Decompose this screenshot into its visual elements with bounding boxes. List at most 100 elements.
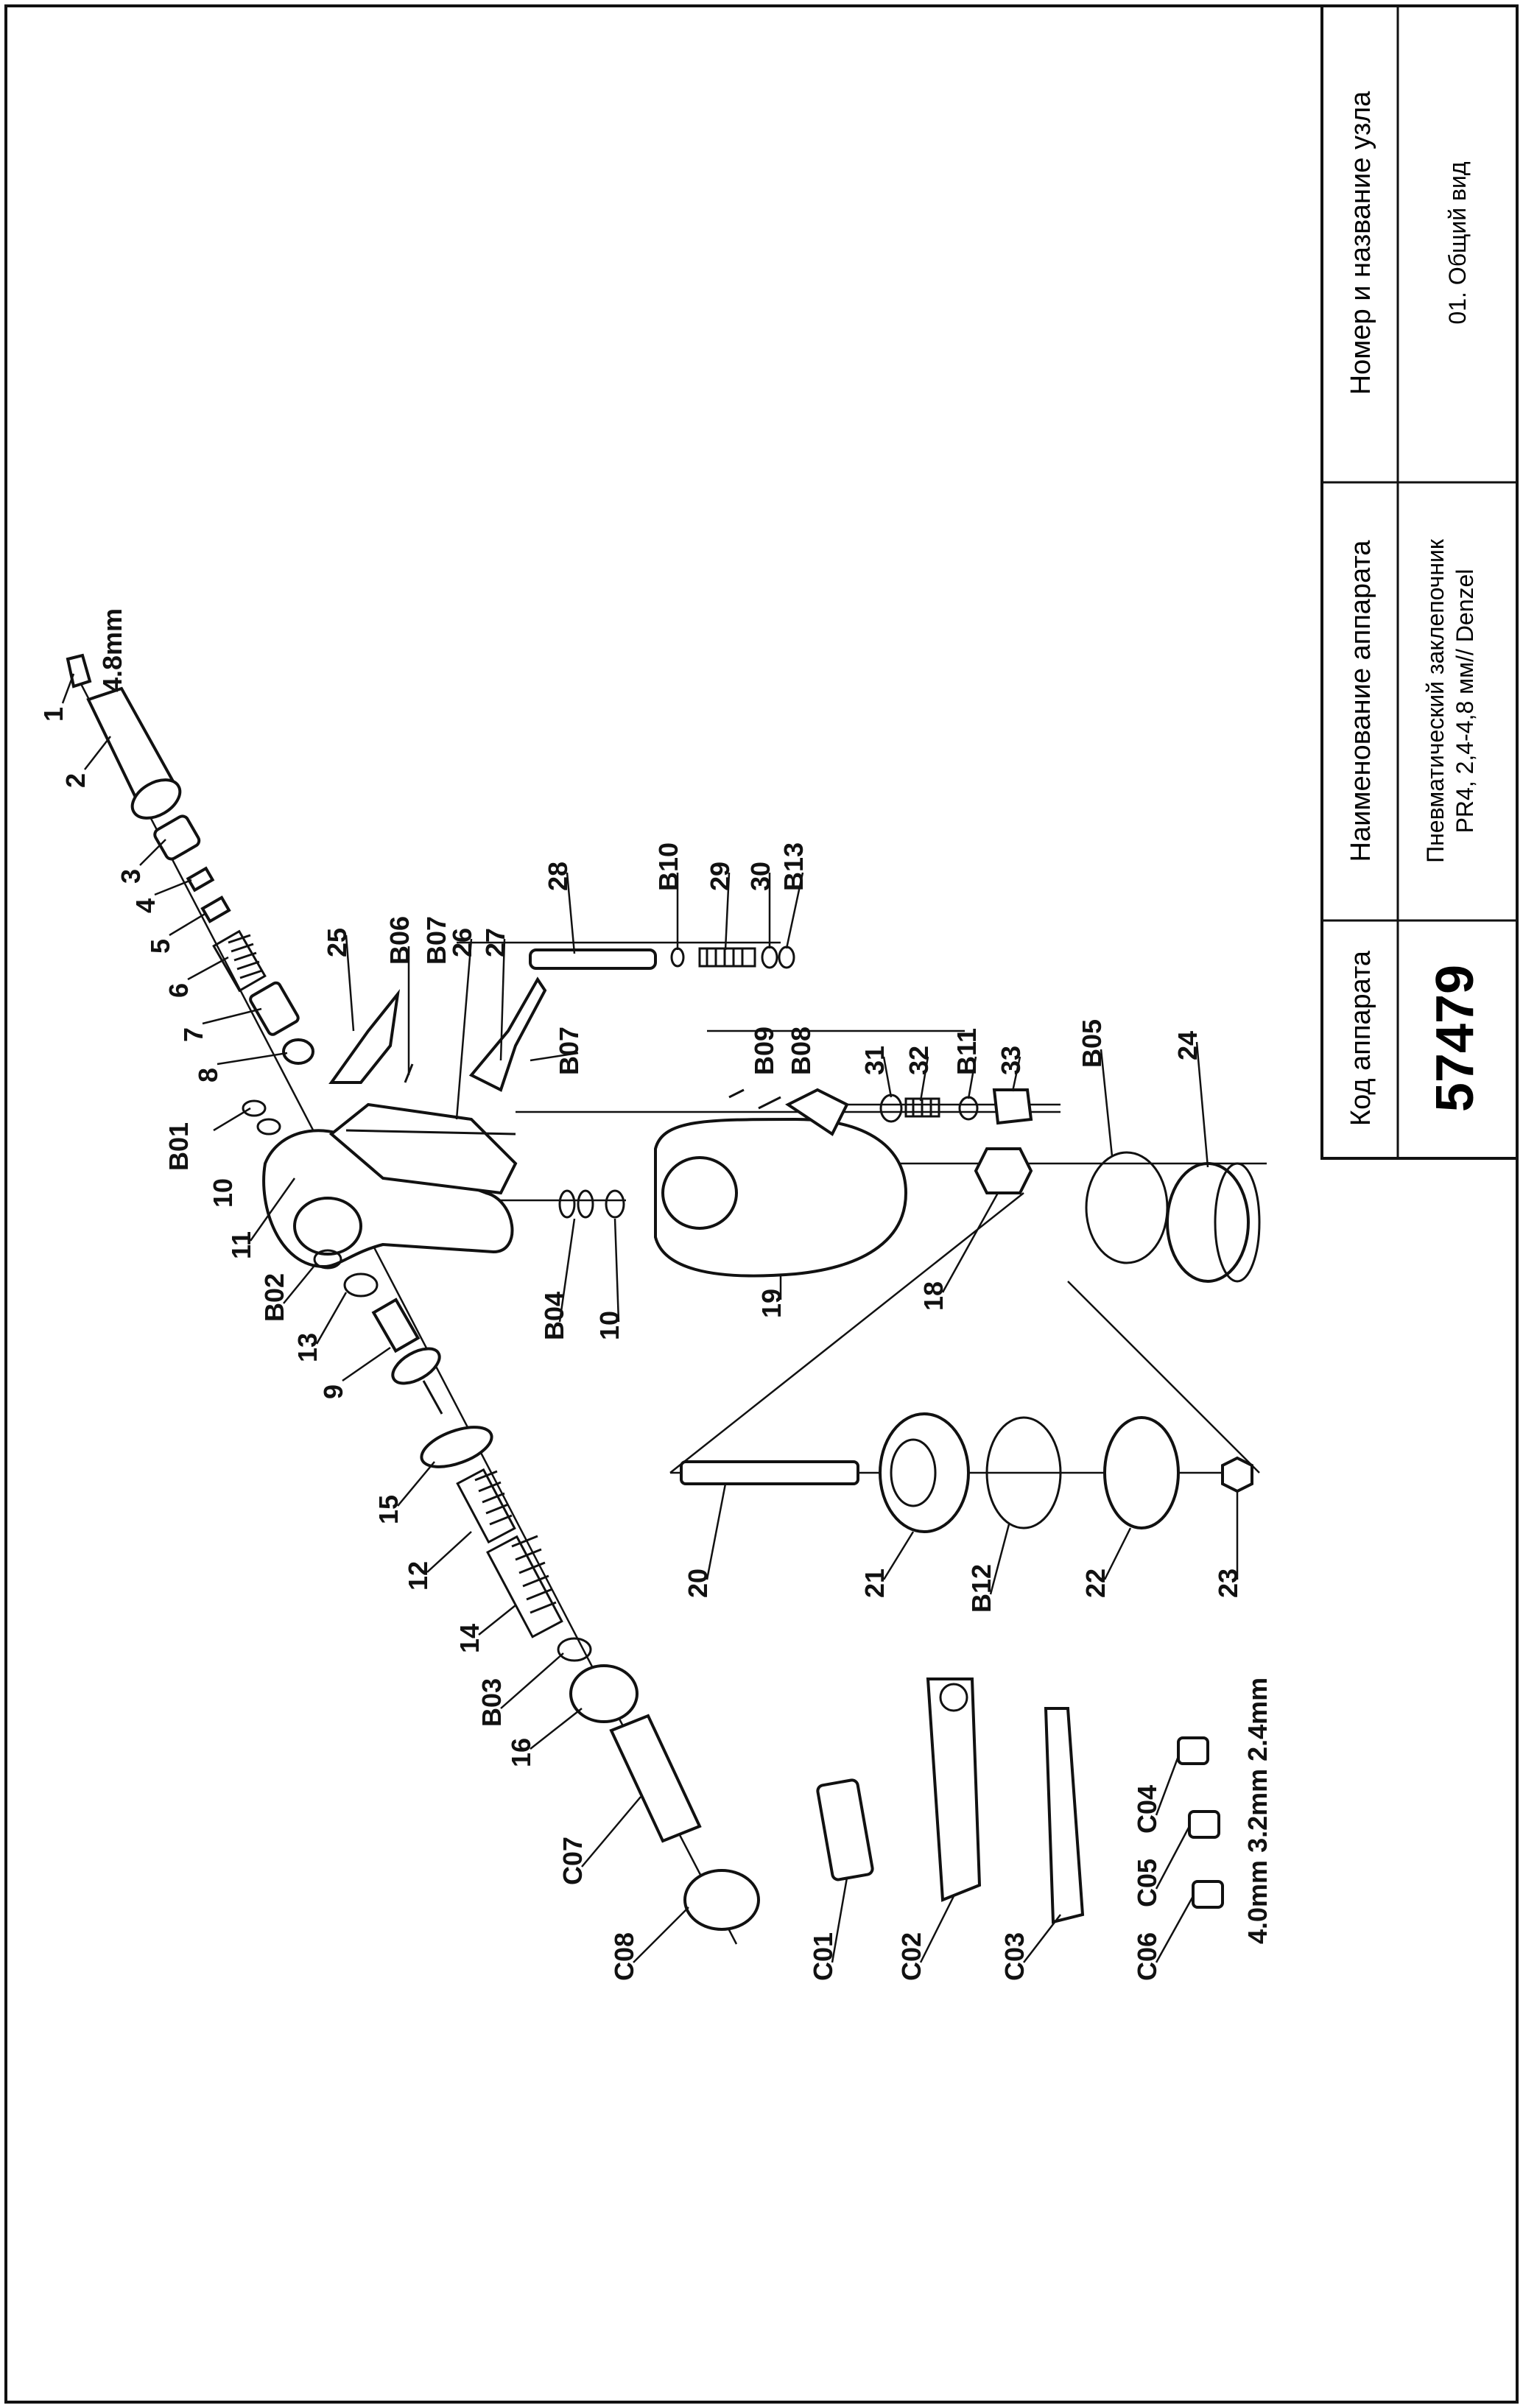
orings-b04 <box>558 1189 625 1219</box>
bushing-part-16 <box>569 1664 639 1723</box>
callout-C04: C04 <box>1132 1785 1162 1834</box>
air-fitting-c01 <box>816 1778 874 1881</box>
wrench-c02 <box>926 1677 982 1902</box>
callout-7: 7 <box>178 1027 208 1042</box>
callout-B11: B11 <box>952 1028 982 1075</box>
unit-value: 01. Общий вид <box>1444 161 1471 324</box>
callout-12: 12 <box>403 1561 433 1591</box>
callout-B10: B10 <box>653 842 683 891</box>
callout-C02: C02 <box>896 1932 926 1981</box>
plug-part-33 <box>992 1088 1033 1125</box>
callout-29: 29 <box>705 862 735 891</box>
pusher-part-5 <box>200 895 231 923</box>
leader-lines <box>61 673 1239 1963</box>
oring-b11 <box>958 1096 979 1121</box>
pin-b09 <box>728 1088 745 1099</box>
pin-b08 <box>758 1096 781 1110</box>
callout-33: 33 <box>996 1046 1026 1075</box>
callout-1: 1 <box>38 707 68 722</box>
valve-rod-part-26 <box>345 1129 516 1136</box>
gasket-part-15 <box>420 1426 493 1468</box>
spring-part-29 <box>698 947 756 968</box>
name-line2: PR4, 2,4-4,8 мм// Denzel <box>1452 569 1478 834</box>
title-block: Код аппарата 57479 Наименование аппарата… <box>1320 4 1519 1160</box>
unit-header: Номер и название узла <box>1346 91 1376 395</box>
callout-B07-lower: B07 <box>554 1027 584 1075</box>
spring-part-12 <box>456 1468 516 1544</box>
name-header: Наименование аппарата <box>1346 540 1376 862</box>
oring-b02 <box>313 1249 342 1270</box>
lock-nut-part-8 <box>282 1038 314 1065</box>
callout-27: 27 <box>480 928 510 957</box>
callout-13: 13 <box>292 1333 323 1362</box>
jaws-part-4 <box>186 866 215 893</box>
oring-b05 <box>1085 1151 1169 1264</box>
trigger-part-25 <box>328 989 401 1084</box>
valve-stem-part-28 <box>529 948 657 970</box>
callout-30: 30 <box>745 862 775 891</box>
cap-part-22 <box>1103 1416 1180 1529</box>
callout-19: 19 <box>756 1289 787 1318</box>
nut-part-23 <box>1221 1456 1253 1493</box>
oring-part-13 <box>343 1272 379 1298</box>
callout-B04: B04 <box>539 1292 569 1340</box>
oring-b10 <box>670 947 685 968</box>
callout-3: 3 <box>116 869 146 884</box>
cover-part-24 <box>1166 1162 1261 1283</box>
callout-2: 2 <box>60 773 91 788</box>
callout-9: 9 <box>318 1384 348 1399</box>
callout-C07: C07 <box>558 1837 588 1885</box>
nose-piece-part-2 <box>86 686 182 820</box>
piston-part-21 <box>879 1412 970 1533</box>
nut-part-18 <box>974 1147 1033 1194</box>
callout-B09: B09 <box>749 1027 779 1075</box>
callout-C03: C03 <box>999 1932 1030 1981</box>
callout-B02: B02 <box>259 1273 289 1322</box>
callout-C06: C06 <box>1132 1932 1162 1981</box>
outer-frame <box>4 4 1519 2404</box>
callout-5: 5 <box>145 939 175 954</box>
callout-18: 18 <box>918 1281 949 1311</box>
cylinder-part-19 <box>654 1088 908 1278</box>
callout-22: 22 <box>1080 1569 1111 1598</box>
orings-b01 <box>242 1099 281 1136</box>
callout-21: 21 <box>859 1569 890 1598</box>
size-labels-bottom: 4.0mm 3.2mm 2.4mm <box>1242 1677 1273 1944</box>
oring-b12 <box>985 1416 1062 1529</box>
callout-B03: B03 <box>476 1678 507 1727</box>
nozzle-c05 <box>1188 1810 1220 1839</box>
callout-16: 16 <box>506 1738 536 1767</box>
nozzle-c06 <box>1192 1880 1224 1909</box>
callout-11: 11 <box>226 1231 256 1259</box>
wrench-c03 <box>1044 1707 1085 1924</box>
callout-6: 6 <box>163 983 194 998</box>
piston-rod-part-20 <box>680 1460 859 1485</box>
piston-part-9 <box>371 1298 443 1415</box>
callout-C08: C08 <box>609 1932 639 1981</box>
spring-part-6 <box>212 929 267 993</box>
callout-4: 4 <box>130 898 161 913</box>
callout-23: 23 <box>1213 1569 1243 1598</box>
callout-26: 26 <box>447 928 477 957</box>
callout-C05: C05 <box>1132 1859 1162 1907</box>
name-line1: Пневматический заклепочник <box>1422 538 1449 863</box>
callout-10-right: 10 <box>594 1311 625 1340</box>
jaw-case-part-3 <box>153 814 201 861</box>
nozzle-c04 <box>1177 1736 1209 1765</box>
callout-10-left: 10 <box>208 1178 238 1208</box>
code-value: 57479 <box>1426 965 1485 1112</box>
washer-part-30 <box>761 946 778 969</box>
callout-32: 32 <box>904 1046 934 1075</box>
extension-tube-c07 <box>609 1714 702 1843</box>
callout-B01: B01 <box>163 1122 194 1171</box>
valve-lever-part-27 <box>468 976 547 1092</box>
spring-part-32 <box>904 1097 940 1118</box>
callout-B07-top: B07 <box>421 916 451 965</box>
callout-15: 15 <box>373 1495 404 1524</box>
size-label-4-8mm: 4.8mm <box>97 608 127 692</box>
spring-part-14 <box>486 1535 563 1638</box>
callout-8: 8 <box>193 1068 223 1082</box>
callout-B08: B08 <box>786 1027 816 1075</box>
housing-part-11 <box>262 1102 518 1269</box>
